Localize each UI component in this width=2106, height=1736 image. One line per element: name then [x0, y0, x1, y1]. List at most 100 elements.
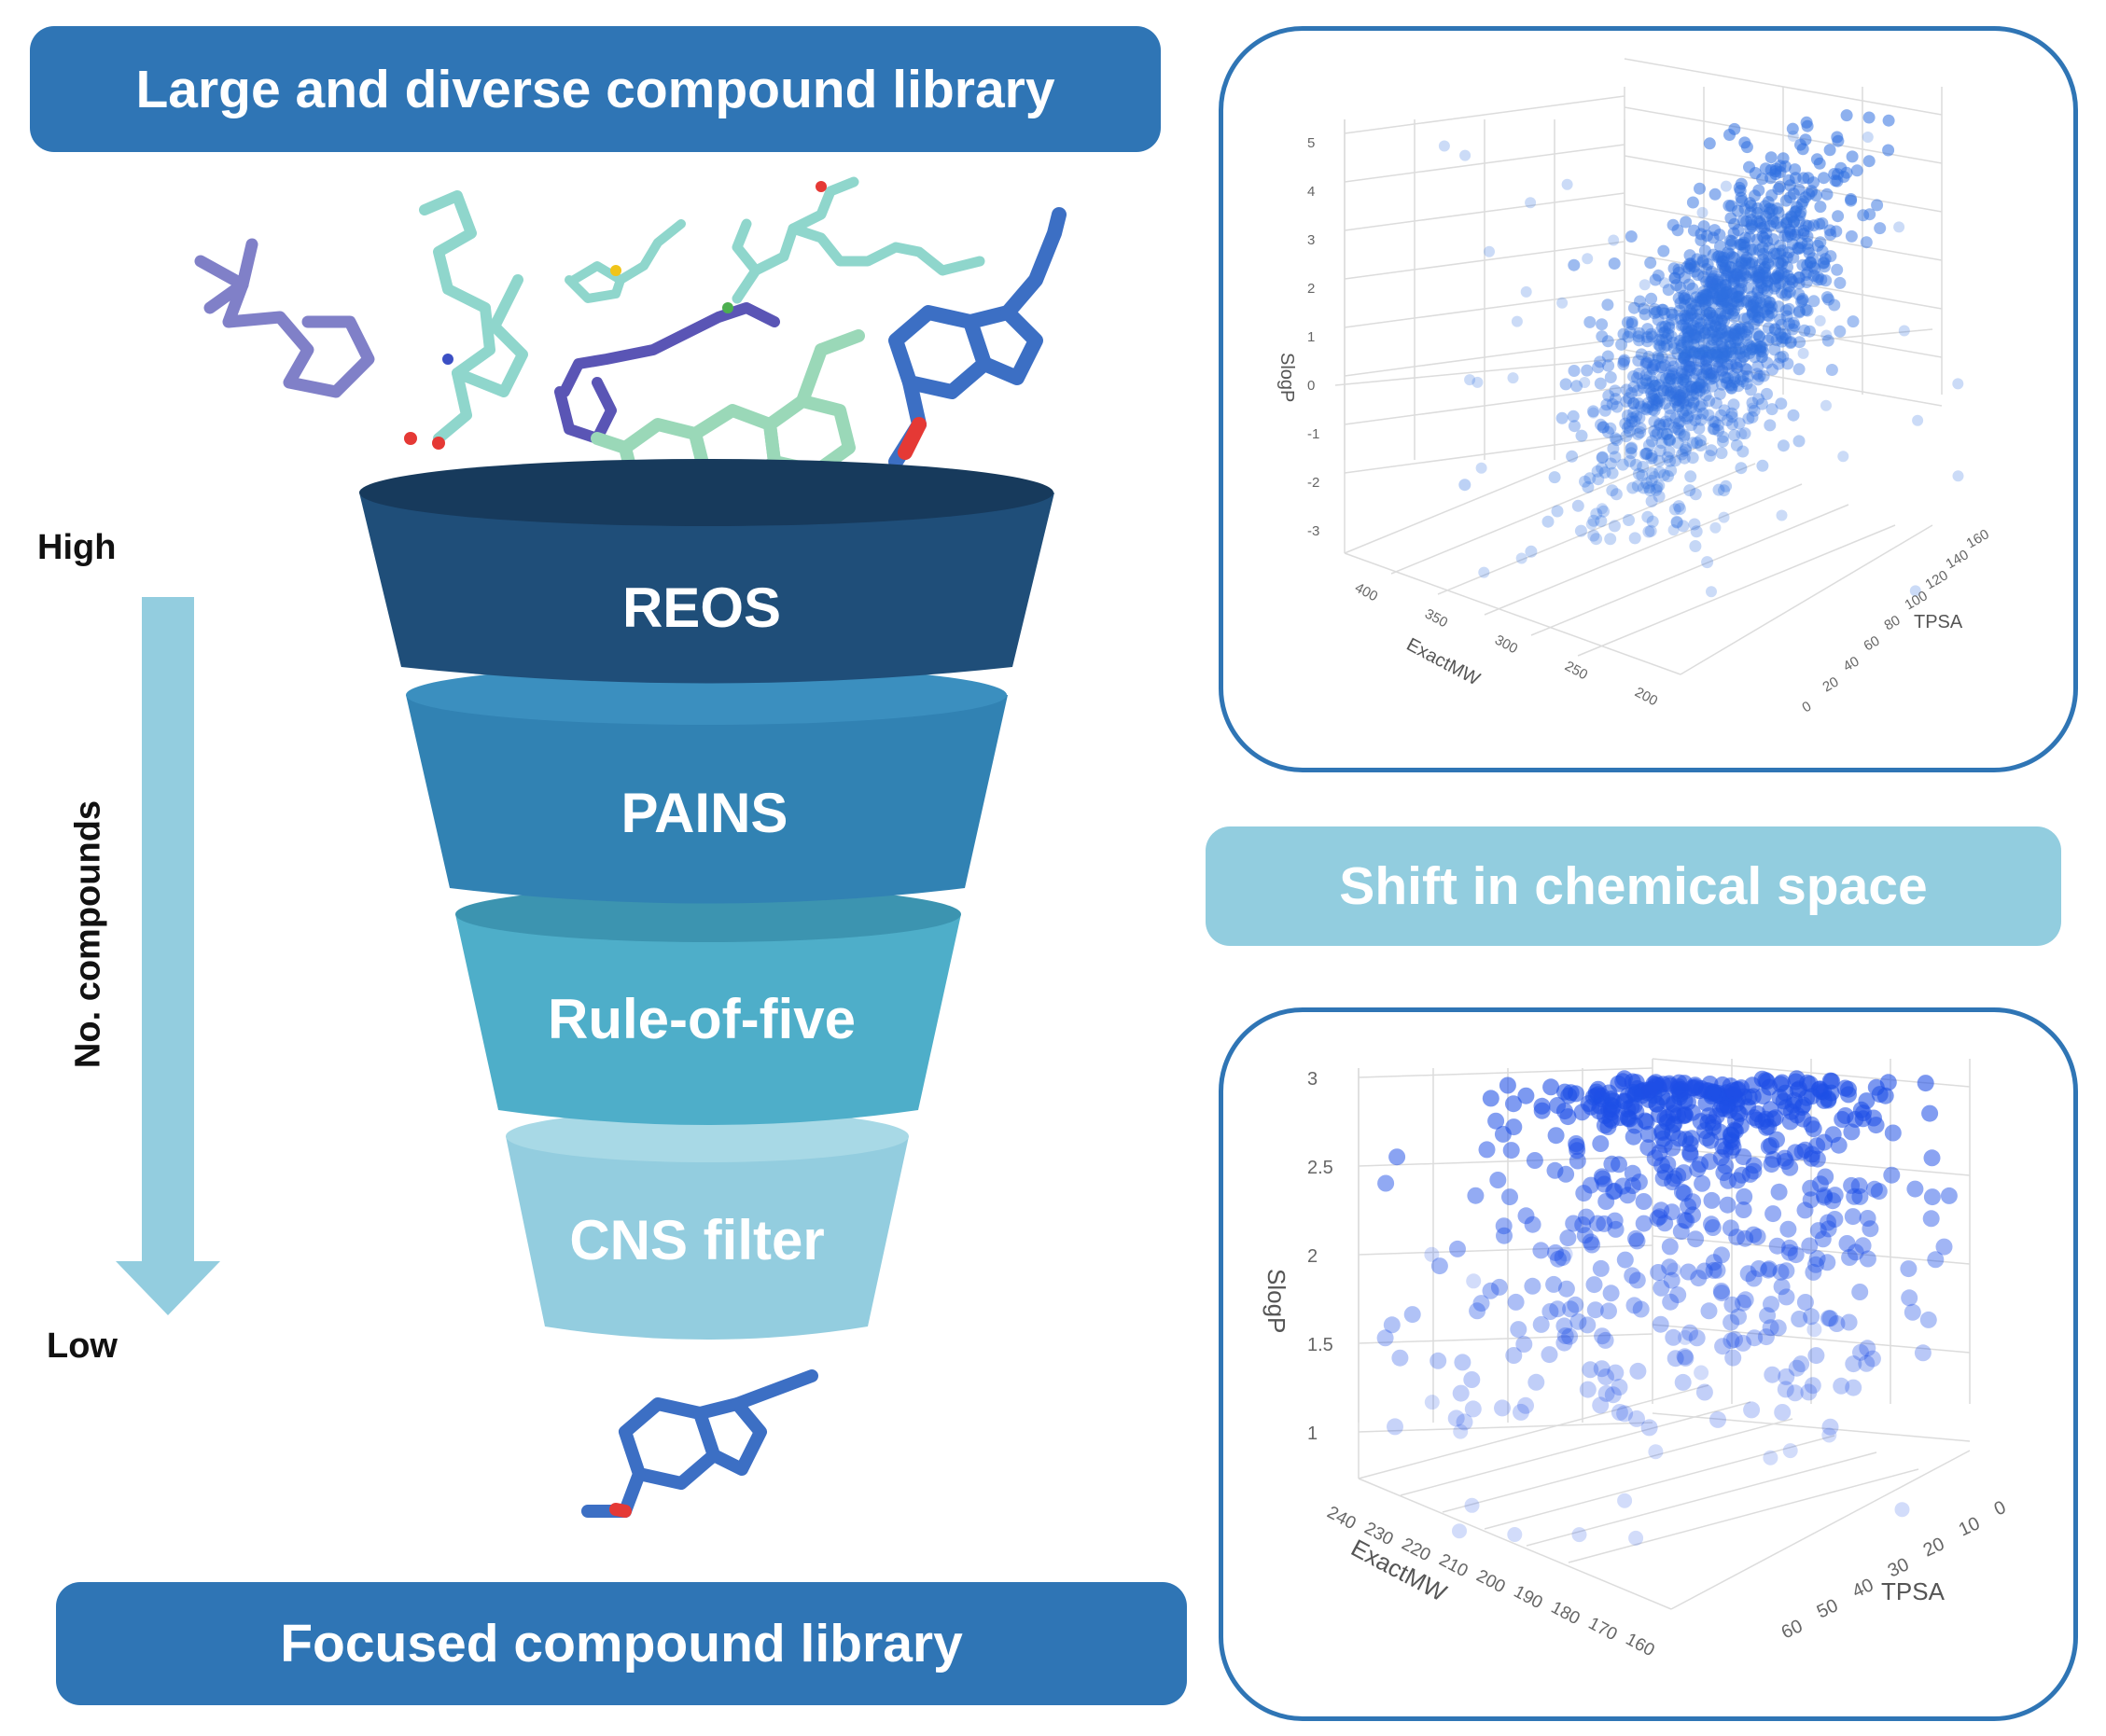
scatter-point [1672, 424, 1685, 437]
scatter-point [1695, 234, 1708, 246]
scatter-point [1678, 353, 1691, 366]
scatter-point [1753, 343, 1766, 355]
scatter-point [1762, 1101, 1779, 1118]
scatter-point [1751, 313, 1764, 326]
y-tick-label: 10 [1956, 1513, 1983, 1540]
scatter-point [1616, 458, 1629, 471]
scatter-point [1769, 1319, 1787, 1337]
scatter-point [1489, 1172, 1507, 1188]
scatter-point [1611, 400, 1624, 413]
scatter-point [1697, 337, 1710, 349]
scatter-point [1541, 515, 1555, 528]
scatter-point [1739, 257, 1752, 270]
scatter-point [1689, 414, 1702, 426]
scatter-point [1682, 395, 1695, 408]
scatter-point [1656, 303, 1669, 316]
scatter-point [1684, 257, 1697, 271]
scatter-point [1746, 257, 1758, 271]
scatter-point [1809, 1222, 1827, 1240]
scatter-point [1795, 237, 1808, 250]
scatter-point [1424, 1246, 1440, 1262]
scatter-point [1687, 1230, 1705, 1248]
scatter-point [1628, 1410, 1645, 1427]
scatter-point [1627, 301, 1640, 314]
scatter-point [1862, 1220, 1879, 1238]
scatter-point [1678, 299, 1691, 312]
scatter-point [1667, 524, 1680, 536]
scatter-point [1722, 285, 1735, 298]
scatter-point [1792, 277, 1806, 290]
scatter-point [1805, 257, 1817, 269]
scatter-point [1812, 271, 1824, 284]
scatter-point [1614, 1073, 1632, 1090]
scatter-point [1707, 415, 1720, 428]
scatter-point [1847, 315, 1860, 328]
scatter-point [1762, 322, 1775, 335]
scatter-point [1663, 1271, 1681, 1289]
scatter-point [1745, 1226, 1763, 1243]
scatter-point [1692, 381, 1705, 394]
scatter-point [1582, 253, 1594, 265]
scatter-point [1820, 291, 1834, 304]
scatter-point [1715, 298, 1728, 310]
scatter-point [1745, 383, 1757, 396]
scatter-point [1770, 271, 1783, 283]
scatter-point [1667, 391, 1679, 402]
scatter-point [1712, 1283, 1730, 1299]
scatter-point [1697, 220, 1710, 233]
scatter-point [1749, 1228, 1766, 1245]
scatter-point [1763, 1296, 1779, 1313]
scatter-point [1740, 251, 1753, 264]
scatter-point [1832, 168, 1844, 181]
scatter-point [1776, 244, 1789, 257]
scatter-point [1648, 359, 1660, 371]
scatter-point [1736, 246, 1750, 259]
scatter-point [1559, 1229, 1577, 1247]
scatter-point [1645, 450, 1658, 462]
scatter-point [1685, 384, 1698, 397]
scatter-point [1655, 360, 1668, 373]
scatter-point [1669, 1167, 1687, 1185]
scatter-point [1720, 285, 1733, 299]
scatter-point [1525, 197, 1537, 209]
scatter-point [1700, 333, 1712, 345]
scatter-point [1728, 304, 1741, 317]
scatter-point [1541, 1303, 1559, 1320]
scatter-point [1684, 259, 1697, 272]
scatter-point [1733, 274, 1746, 286]
scatter-point [1555, 411, 1569, 424]
scatter-point [1664, 434, 1677, 447]
scatter-point [1759, 271, 1772, 285]
scatter-point [1681, 410, 1695, 423]
scatter-point [1719, 345, 1732, 358]
scatter-point [1628, 1530, 1644, 1546]
scatter-point [1700, 351, 1713, 364]
scatter-point [1640, 403, 1653, 416]
scatter-point [1750, 304, 1764, 317]
scatter-point [1800, 303, 1812, 316]
scatter-point [1744, 243, 1757, 256]
scatter-point [1665, 372, 1678, 385]
scatter-point [1729, 1172, 1746, 1189]
scatter-point [1606, 466, 1619, 479]
scatter-point [1735, 1294, 1751, 1312]
scatter-point [1668, 421, 1681, 434]
scatter-point [1846, 1187, 1863, 1205]
scatter-point [1665, 330, 1678, 343]
scatter-point [1597, 503, 1608, 515]
scatter-point [1766, 363, 1778, 376]
scatter-point [1678, 410, 1691, 423]
scatter-point [1712, 361, 1725, 374]
scatter-point [1684, 1206, 1701, 1224]
scatter-point [1745, 299, 1757, 312]
scatter-point [1797, 347, 1809, 359]
scatter-point [1826, 1187, 1844, 1204]
scatter-point [1923, 1149, 1941, 1167]
label-low: Low [47, 1326, 118, 1366]
scatter-point [1716, 365, 1729, 378]
scatter-point [1648, 307, 1661, 320]
scatter-point [1717, 342, 1729, 355]
scatter-point [1548, 471, 1561, 484]
scatter-point [1688, 265, 1701, 278]
scatter-point [1801, 258, 1814, 271]
